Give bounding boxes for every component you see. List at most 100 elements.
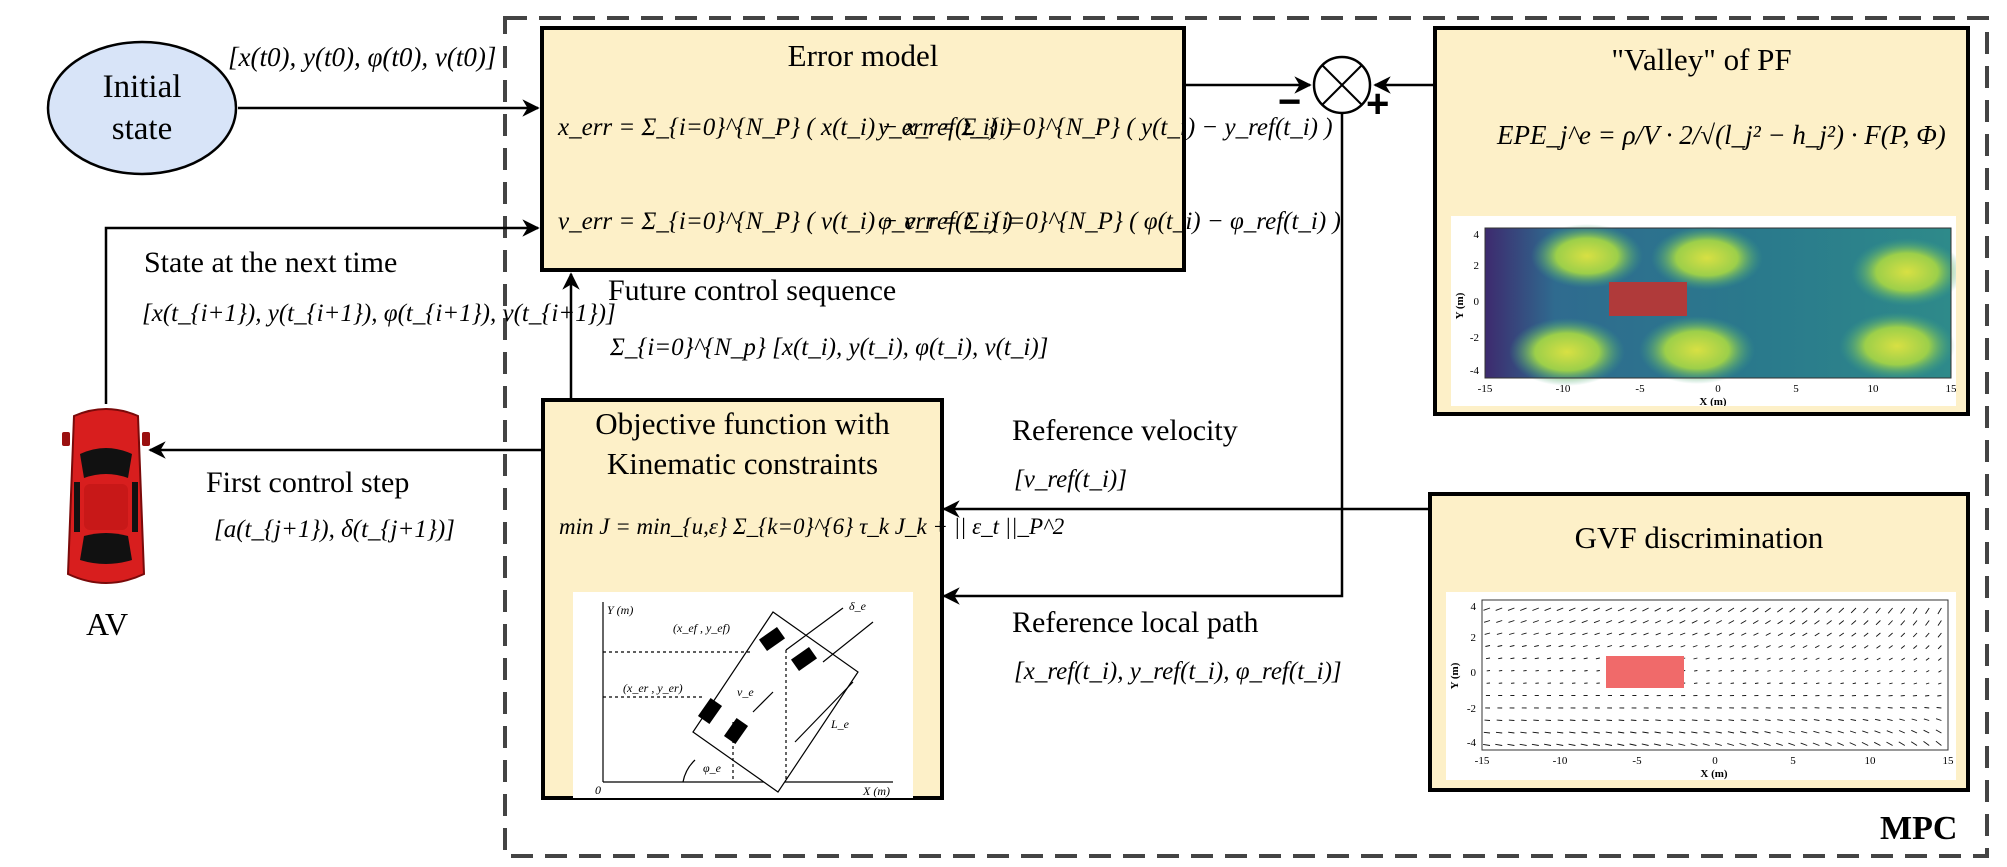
gvf-arrow: [1594, 719, 1600, 721]
gvf-arrow: [1826, 607, 1832, 613]
gvf-arrow: [1739, 743, 1747, 746]
gvf-arrow: [1777, 620, 1784, 625]
gvf-arrow: [1546, 657, 1552, 660]
gvf-arrow: [1826, 620, 1832, 625]
pf-obstacle: [1609, 282, 1687, 316]
gvf-arrow: [1617, 743, 1625, 746]
gvf-arrow: [1655, 632, 1661, 636]
gvf-arrow: [1727, 607, 1735, 613]
gvf-arrow: [1816, 670, 1820, 672]
pf-ytick: 0: [1474, 296, 1480, 308]
gvf-arrow: [1508, 620, 1515, 623]
gvf-arrow: [1814, 620, 1820, 625]
gvf-arrow: [1849, 742, 1857, 746]
gvf-arrow: [1706, 670, 1710, 672]
gvf-arrow: [1595, 657, 1600, 660]
gvf-arrow: [1580, 743, 1588, 746]
gvf-arrow: [1593, 731, 1600, 734]
gvf-arrow: [1788, 731, 1796, 734]
gvf-arrow: [1925, 620, 1930, 626]
gvf-arrow: [1850, 607, 1857, 614]
pf-xlabel: X (m): [1699, 396, 1727, 406]
gvf-arrow: [1692, 632, 1698, 636]
gvf-arrow: [1496, 620, 1503, 623]
initial-state-node: Initial state: [102, 69, 182, 147]
gvf-arrow: [1679, 620, 1686, 624]
gvf-arrow: [1740, 719, 1747, 721]
gvf-arrow: [1559, 657, 1564, 660]
gvf-arrow: [1484, 632, 1491, 635]
pf-ytick: 2: [1474, 260, 1480, 272]
gvf-arrow: [1766, 645, 1771, 648]
gvf-quiver-plot: -15 -10 -5 0 5 10 15 X (m) 4 2 0 -2 -4 Y…: [1446, 592, 1956, 780]
gvf-arrow: [1814, 645, 1820, 649]
gvf-arrow: [1938, 657, 1942, 661]
gvf-arrow: [1556, 607, 1564, 612]
gvf-arrow: [1545, 620, 1552, 623]
eq-v-err: v_err = Σ_{i=0}^{N_P} ( v(t_i) − v_ref(t…: [558, 208, 1013, 235]
gvf-arrow: [1790, 645, 1796, 648]
gvf-arrow: [1544, 731, 1552, 734]
error-model-title: Error model: [787, 38, 939, 73]
gvf-arrow: [1875, 607, 1881, 614]
gvf-arrow: [1887, 607, 1893, 614]
initial-state-ellipse: [46, 40, 238, 176]
gvf-arrow: [1913, 682, 1918, 685]
gvf-arrow: [1789, 719, 1796, 721]
gvf-arrow: [1912, 632, 1918, 638]
gvf-arrow: [1849, 730, 1857, 734]
gvf-arrow: [1889, 670, 1893, 673]
pf-xtick: 10: [1868, 383, 1880, 395]
gvf-arrow: [1764, 607, 1771, 613]
gvf-arrow: [1582, 719, 1588, 721]
gvf-arrow: [1678, 731, 1686, 734]
gvf-arrow: [1508, 632, 1515, 635]
gvf-arrow: [1630, 731, 1637, 734]
gvf-arrow: [1715, 731, 1722, 734]
gvf-arrow: [1876, 645, 1881, 649]
pf-xtick: 15: [1946, 383, 1957, 395]
gvf-arrow: [1666, 607, 1674, 612]
gvf-arrow: [1569, 620, 1576, 624]
gvf-ytick: 2: [1471, 632, 1477, 644]
kin-phi: φ_e: [703, 761, 722, 775]
gvf-arrow: [1692, 645, 1698, 648]
gvf-arrow: [1754, 657, 1759, 660]
pf-ytick: -2: [1470, 332, 1479, 344]
gvf-arrow: [1630, 620, 1637, 624]
gvf-arrow: [1779, 670, 1783, 672]
gvf-arrow: [1605, 607, 1613, 612]
gvf-arrow: [1702, 743, 1710, 746]
gvf-arrow: [1788, 742, 1796, 746]
gvf-arrow: [1691, 731, 1698, 734]
gvf-arrow: [1678, 743, 1686, 746]
gvf-arrow: [1629, 743, 1637, 746]
kinematic-diagram: Y (m) X (m) 0 (x_ef , y_ef) (x_er , y_er…: [573, 592, 913, 798]
gvf-arrow: [1838, 620, 1845, 625]
gvf-arrow: [1666, 731, 1674, 734]
initial-state-vector: [x(t0), y(t0), φ(t0), v(t0)]: [228, 42, 497, 72]
gvf-arrow: [1740, 620, 1747, 624]
gvf-arrow: [1583, 657, 1588, 660]
gvf-arrow: [1631, 645, 1637, 648]
gvf-arrow: [1812, 742, 1820, 746]
gvf-arrow: [1803, 682, 1808, 685]
gvf-arrow: [1741, 632, 1747, 636]
valley-pf-formula: EPE_j^e = ρ/V · 2/√(l_j² − h_j²) · F(P, …: [1497, 120, 1946, 150]
gvf-arrow: [1507, 743, 1515, 746]
gvf-arrow: [1544, 743, 1552, 746]
gvf-arrow: [1728, 632, 1735, 636]
gvf-arrow: [1605, 743, 1613, 746]
gvf-arrow: [1886, 730, 1893, 734]
gvf-ytick: 4: [1471, 601, 1477, 613]
gvf-xlabel: X (m): [1700, 768, 1728, 780]
gvf-arrow: [1925, 607, 1930, 615]
gvf-arrow: [1581, 607, 1588, 612]
gvf-arrow: [1716, 719, 1722, 721]
gvf-arrow: [1911, 729, 1918, 734]
gvf-arrow: [1497, 645, 1503, 647]
gvf-arrow: [1520, 731, 1527, 734]
gvf-arrow: [1606, 719, 1613, 721]
gvf-arrow: [1582, 632, 1588, 636]
state-next-vector: [x(t_{i+1}), y(t_{i+1}), φ(t_{i+1}), v(t…: [142, 300, 616, 327]
